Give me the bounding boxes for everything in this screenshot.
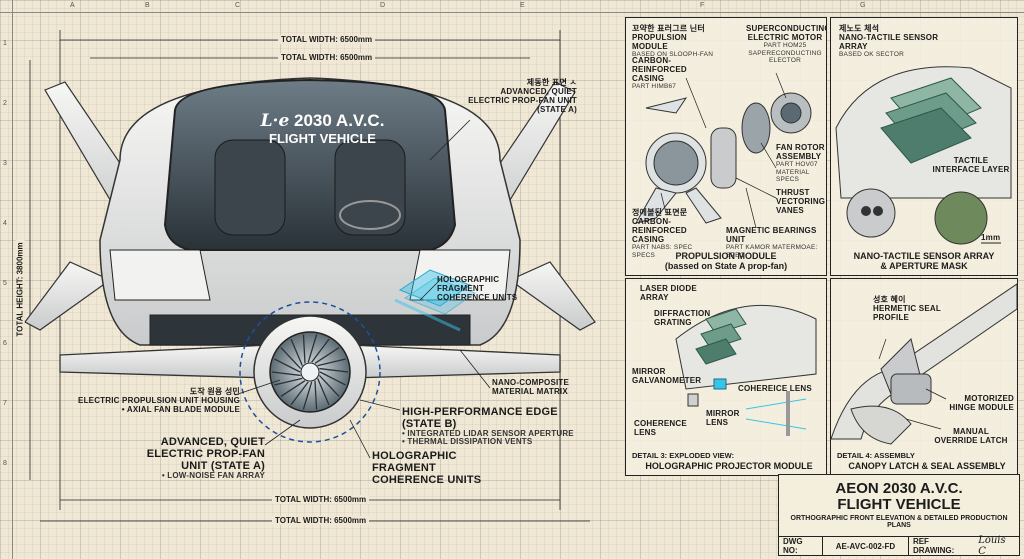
canopy-caption: DETAIL 4: ASSEMBLY CANOPY LATCH & SEAL A… bbox=[837, 451, 1006, 471]
prop-casing-bottom: 정에볼된 표면문 CARBON-REINFORCED CASING PART N… bbox=[632, 208, 712, 259]
ruler-mark: C bbox=[235, 2, 241, 9]
korean-note: 제동한 표면 ㅅ bbox=[526, 78, 577, 87]
tactile-sensor-drawing bbox=[835, 66, 1012, 245]
brand-logo: L·e bbox=[260, 111, 290, 131]
ruler-mark: 5 bbox=[3, 280, 7, 287]
left-ruler: 1 2 3 4 5 6 7 8 bbox=[0, 0, 13, 559]
fan-blade bbox=[290, 381, 309, 406]
dim-width-bottom-2: TOTAL WIDTH: 6500mm bbox=[272, 516, 370, 525]
dwg-no-value: AE-AVC-002-FD bbox=[822, 537, 909, 555]
korean-note: 정에볼된 표면문 bbox=[632, 208, 688, 217]
tactile-scale: 1mm bbox=[981, 233, 1001, 242]
fan-blade bbox=[319, 367, 349, 373]
dim-height: TOTAL HEIGHT: 3800mm bbox=[15, 239, 25, 340]
canopy-hinge: MOTORIZED HINGE MODULE bbox=[949, 394, 1014, 412]
fan-blade bbox=[317, 358, 346, 367]
dim-width-bottom-1: TOTAL WIDTH: 6500mm bbox=[272, 495, 370, 504]
fan-blade bbox=[314, 380, 318, 410]
ruler-mark: F bbox=[700, 2, 705, 9]
ruler-mark: 1 bbox=[3, 40, 7, 47]
fan-blade bbox=[317, 378, 330, 406]
fan-blade bbox=[274, 377, 303, 386]
callout-propfan-top: 제동한 표면 ㅅ ADVANCED, QUIET ELECTRIC PROP-F… bbox=[462, 78, 577, 114]
tactile-interface: TACTILE INTERFACE LAYER bbox=[932, 156, 1010, 174]
prop-module-label: 꼬약한 표러그르 닌터 PROPULSION MODULE BASED ON S… bbox=[632, 24, 722, 59]
callout-electric-housing: 도작 원용 성민 ELECTRIC PROPULSION UNIT HOUSIN… bbox=[70, 387, 240, 414]
fan-blade bbox=[280, 380, 306, 397]
fan-blade bbox=[274, 358, 301, 373]
holographic-projector-drawing bbox=[675, 304, 817, 436]
ruler-mark: B bbox=[145, 2, 150, 9]
fan-blade bbox=[302, 334, 306, 364]
fan-blade bbox=[318, 374, 340, 397]
windshield-subtitle: FLIGHT VEHICLE bbox=[269, 131, 376, 146]
canopy-override: MANUAL OVERRIDE LATCH bbox=[934, 427, 1008, 445]
ruler-mark: 6 bbox=[3, 340, 7, 347]
ruler-mark: E bbox=[520, 2, 525, 9]
fan-blade bbox=[280, 347, 302, 370]
ref-drawing-label: REF DRAWING: bbox=[912, 537, 955, 555]
canopy-latch-drawing bbox=[831, 283, 1017, 445]
holo-caption: DETAIL 3: EXPLODED VIEW: HOLOGRAPHIC PRO… bbox=[632, 451, 813, 471]
windshield-brand-text: 2030 A.V.C. bbox=[294, 111, 385, 130]
fan-blade bbox=[302, 381, 313, 410]
propulsion-caption: PROPULSION MODULE (bassed on State A pro… bbox=[664, 251, 788, 271]
propulsion-module-panel: 꼬약한 표러그르 닌터 PROPULSION MODULE BASED ON S… bbox=[625, 17, 827, 276]
holo-coherence-right: COHEREICE LENS bbox=[738, 384, 812, 393]
callout-holo-lower: HOLOGRAPHIC FRAGMENT COHERENCE UNITS bbox=[372, 450, 482, 486]
title-block-footer: DWG NO: AE-AVC-002-FD REF DRAWING: Louis… bbox=[779, 535, 1019, 557]
fan-blade bbox=[307, 334, 318, 363]
fan-blade bbox=[290, 338, 303, 366]
prop-motor: SUPERCONDUCTING ELECTRIC MOTOR PART HOM2… bbox=[746, 24, 827, 64]
ruler-mark: 4 bbox=[3, 220, 7, 227]
ruler-mark: 8 bbox=[3, 460, 7, 467]
signature: Louis C bbox=[978, 535, 1006, 557]
canopy-hermetic: 성호 혜이 HERMETIC SEAL PROFILE bbox=[873, 295, 943, 322]
dwg-no-label: DWG NO: bbox=[783, 537, 803, 555]
fan-blade bbox=[311, 338, 330, 363]
ruler-mark: D bbox=[380, 2, 386, 9]
top-ruler: A B C D E F G bbox=[0, 0, 1024, 13]
canopy-latch-panel: 성호 혜이 HERMETIC SEAL PROFILE MOTORIZED HI… bbox=[830, 278, 1018, 476]
callout-propfan-lower: ADVANCED, QUIET ELECTRIC PROP-FAN UNIT (… bbox=[146, 436, 265, 480]
korean-note: 도작 원용 성민 bbox=[189, 387, 240, 396]
prop-casing-top: CARBON-REINFORCED CASING PART HIMB67 bbox=[632, 56, 687, 90]
holo-mirror-lens: MIRROR LENS bbox=[706, 409, 740, 427]
korean-note: 꼬약한 표러그르 닌터 bbox=[632, 24, 705, 33]
holo-laser: LASER DIODE ARRAY bbox=[640, 284, 697, 302]
holo-diffraction: DIFFRACTION GRATING bbox=[654, 309, 711, 327]
dim-width-top-2: TOTAL WIDTH: 6500mm bbox=[278, 53, 376, 62]
holographic-projector-panel: LASER DIODE ARRAY DIFFRACTION GRATING MI… bbox=[625, 278, 827, 476]
drawing-subtitle: ORTHOGRAPHIC FRONT ELEVATION & DETAILED … bbox=[790, 515, 1008, 529]
vehicle-front-elevation bbox=[24, 30, 596, 522]
ruler-mark: A bbox=[70, 2, 75, 9]
korean-note: 성호 혜이 bbox=[873, 295, 906, 304]
fan-blade bbox=[314, 347, 340, 364]
ruler-mark: G bbox=[860, 2, 866, 9]
callout-holo-upper: HOLOGRAPHIC FRAGMENT COHERENCE UNITS bbox=[437, 275, 518, 302]
tactile-caption: NANO-TACTILE SENSOR ARRAY & APERTURE MAS… bbox=[853, 251, 995, 271]
ruler-mark: 2 bbox=[3, 100, 7, 107]
tactile-sensor-panel: 제노도 체석 NANO-TACTILE SENSOR ARRAY BASED O… bbox=[830, 17, 1018, 276]
callout-high-perf: HIGH-PERFORMANCE EDGE (STATE B) • INTEGR… bbox=[402, 406, 574, 446]
ruler-mark: 7 bbox=[3, 400, 7, 407]
windshield-brand: L·e 2030 A.V.C. bbox=[255, 111, 390, 131]
prop-magnetic: MAGNETIC BEARINGS UNIT PART KAMOR MATERM… bbox=[726, 226, 818, 259]
title-block: AEON 2030 A.V.C. FLIGHT VEHICLE ORTHOGRA… bbox=[778, 474, 1020, 557]
drawing-title: AEON 2030 A.V.C. FLIGHT VEHICLE bbox=[835, 480, 963, 513]
prop-thrust: THRUST VECTORING VANES bbox=[776, 188, 826, 215]
korean-note: 제노도 체석 bbox=[839, 24, 880, 33]
tactile-array: 제노도 체석 NANO-TACTILE SENSOR ARRAY BASED O… bbox=[839, 24, 939, 58]
holo-coherence-left: COHERENCE LENS bbox=[634, 419, 687, 437]
dim-width-top-1: TOTAL WIDTH: 6500mm bbox=[278, 35, 376, 44]
ruler-mark: 3 bbox=[3, 160, 7, 167]
fan-blade bbox=[271, 371, 301, 377]
holo-mirror-galv: MIRROR GALVANOMETER bbox=[632, 367, 702, 385]
prop-rotor: FAN ROTOR ASSEMBLY PART HOV07 MATERIAL S… bbox=[776, 143, 825, 183]
callout-nano-composite: NANO-COMPOSITE MATERIAL MATRIX bbox=[492, 378, 570, 396]
propulsion-exploded-drawing bbox=[634, 72, 812, 229]
fan-blade bbox=[319, 371, 346, 386]
